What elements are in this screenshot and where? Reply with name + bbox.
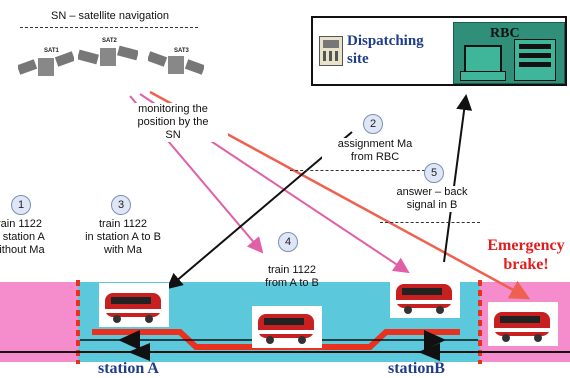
rbc-label: RBC [490, 26, 520, 41]
satellite-icon: SAT1 [16, 48, 76, 93]
rbc-panel: RBC [453, 22, 565, 84]
train-icon-en-route [252, 306, 322, 348]
train-icon-station-b [390, 274, 460, 318]
train-icon-station-a [99, 283, 169, 327]
zone-left-pink [0, 282, 78, 362]
sn-title: SN – satellite navigation [50, 10, 169, 22]
sn-title-underline [20, 27, 198, 28]
step-4-badge: 4 [278, 232, 298, 252]
satellite-icon: SAT3 [146, 46, 206, 91]
computer-icon [464, 45, 502, 73]
server-cabinet-icon [514, 39, 556, 81]
phone-icon [319, 36, 343, 66]
station-a-label: station A [98, 360, 159, 377]
step-2-badge: 2 [363, 114, 383, 134]
station-b-label: stationB [388, 360, 445, 377]
satellite-icon: SAT2 [77, 38, 139, 83]
step-5-badge: 5 [424, 163, 444, 183]
step-3-badge: 3 [111, 195, 131, 215]
train-icon-braking [488, 302, 558, 346]
step-1-badge: 1 [11, 195, 31, 215]
